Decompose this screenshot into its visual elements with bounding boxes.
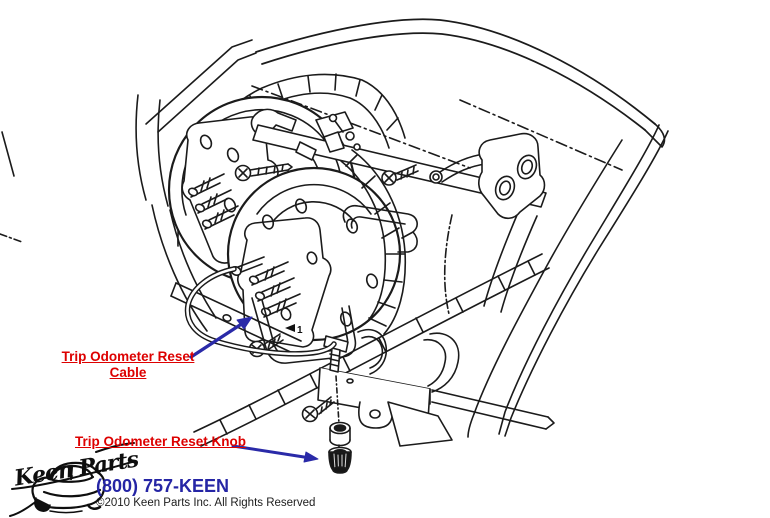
knob-pointer-arrow — [231, 444, 319, 463]
copyright-notice: ©2010 Keen Parts Inc. All Rights Reserve… — [96, 497, 316, 509]
reset-knob — [328, 446, 352, 474]
label-cable-line1: Trip Odometer Reset — [61, 349, 195, 364]
gauge-studs-front — [248, 261, 301, 318]
front-gauge-housing — [226, 166, 402, 348]
gauge-studs-rear — [187, 173, 239, 230]
logo-car-sketch — [9, 461, 106, 517]
label-cable-line2: Cable — [109, 365, 147, 380]
screw-front-gauge — [381, 164, 419, 186]
reset-knob-nut — [329, 421, 351, 447]
cable-pointer-arrow — [189, 316, 253, 359]
part-callout: 1 — [285, 324, 303, 336]
mounting-brace-bar — [250, 108, 547, 208]
callout-number: 1 — [297, 325, 303, 336]
screw-rear-gauge — [234, 163, 293, 182]
grommet-bracket — [429, 132, 546, 220]
reset-cable-bracket — [317, 328, 555, 447]
screw-bracket — [301, 396, 335, 423]
cable-gauge-ferrule — [237, 256, 265, 268]
label-trip-odometer-reset-knob[interactable]: Trip Odometer Reset Knob — [75, 434, 247, 449]
phone-number: (800) 757-KEEN — [96, 476, 230, 496]
label-trip-odometer-reset-cable[interactable]: Trip Odometer Reset Cable — [58, 349, 198, 381]
dash-structure — [0, 18, 669, 438]
reset-knob-assembly — [328, 375, 352, 474]
